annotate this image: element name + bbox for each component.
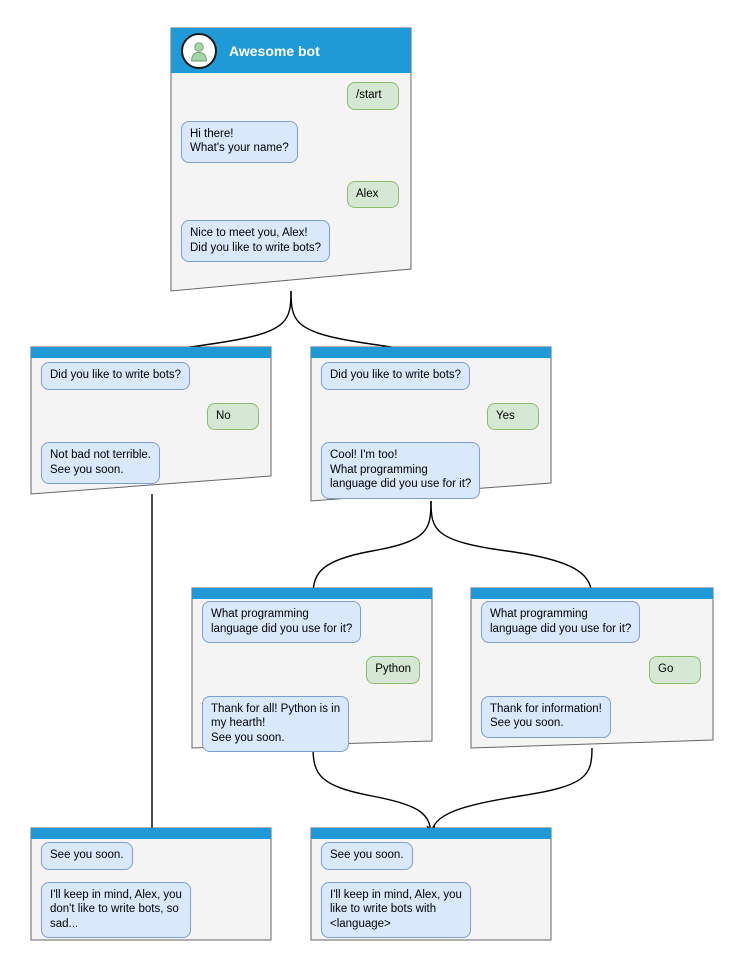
message-row: Nice to meet you, Alex! Did you like to …: [181, 220, 401, 262]
avatar-icon: [181, 32, 217, 69]
bot-message-bubble[interactable]: I'll keep in mind, Alex, you don't like …: [41, 881, 191, 938]
message-row: Did you like to write bots?: [321, 362, 541, 390]
message-row: Thank for information! See you soon.: [481, 695, 703, 738]
message-row: Python: [202, 656, 422, 684]
node-yes-branch[interactable]: Did you like to write bots? Yes Cool! I'…: [310, 346, 552, 502]
message-row: What programming language did you use fo…: [481, 601, 703, 643]
node-no-branch-messages: Did you like to write bots? No Not bad n…: [31, 347, 271, 484]
message-row: Did you like to write bots?: [41, 362, 261, 390]
bot-title: Awesome bot: [229, 42, 320, 59]
bot-message-bubble[interactable]: What programming language did you use fo…: [481, 601, 641, 643]
message-row: /start: [181, 82, 401, 110]
node-start-messages: /start Hi there! What's your name? Alex …: [171, 73, 411, 262]
bot-message-bubble[interactable]: Did you like to write bots?: [321, 362, 471, 390]
connector-yes-to-python: [308, 500, 432, 599]
user-message-bubble[interactable]: Alex: [347, 180, 399, 208]
message-row: Hi there! What's your name?: [181, 120, 401, 163]
node-yes-branch-messages: Did you like to write bots? Yes Cool! I'…: [311, 347, 551, 499]
node-no-branch[interactable]: Did you like to write bots? No Not bad n…: [30, 346, 272, 497]
message-row: Go: [481, 656, 703, 684]
bot-message-bubble[interactable]: See you soon.: [41, 842, 133, 870]
user-message-bubble[interactable]: No: [207, 402, 259, 430]
message-row: Thank for all! Python is in my hearth! S…: [202, 695, 422, 752]
message-row: No: [41, 402, 261, 430]
bot-message-bubble[interactable]: I'll keep in mind, Alex, you like to wri…: [321, 881, 471, 938]
bot-message-bubble[interactable]: See you soon.: [321, 842, 413, 870]
message-row: I'll keep in mind, Alex, you like to wri…: [321, 881, 541, 938]
message-row: Not bad not terrible. See you soon.: [41, 442, 261, 484]
user-message-bubble[interactable]: Go: [649, 656, 701, 684]
connector-yes-to-go: [430, 500, 597, 599]
connector-python-to-end-happy: [312, 746, 436, 837]
user-message-bubble[interactable]: /start: [347, 82, 399, 110]
node-python-branch[interactable]: What programming language did you use fo…: [191, 587, 433, 752]
message-row: Cool! I'm too! What programming language…: [321, 442, 541, 499]
message-row: Yes: [321, 402, 541, 430]
message-row: What programming language did you use fo…: [202, 601, 422, 643]
connector-go-to-end-happy: [426, 747, 593, 837]
node-start[interactable]: Awesome bot /start Hi there! What's your…: [170, 27, 412, 293]
bot-message-bubble[interactable]: Cool! I'm too! What programming language…: [321, 442, 481, 499]
bot-message-bubble[interactable]: Not bad not terrible. See you soon.: [41, 442, 161, 484]
bot-message-bubble[interactable]: Did you like to write bots?: [41, 362, 191, 390]
node-go-branch-messages: What programming language did you use fo…: [471, 588, 713, 738]
user-message-bubble[interactable]: Yes: [487, 402, 539, 430]
node-end-sad[interactable]: See you soon. I'll keep in mind, Alex, y…: [30, 827, 272, 941]
node-end-happy-messages: See you soon. I'll keep in mind, Alex, y…: [311, 828, 551, 938]
user-message-bubble[interactable]: Python: [366, 656, 420, 684]
bot-message-bubble[interactable]: Thank for information! See you soon.: [481, 695, 611, 738]
message-row: See you soon.: [41, 842, 261, 870]
node-end-happy[interactable]: See you soon. I'll keep in mind, Alex, y…: [310, 827, 552, 941]
bot-message-bubble[interactable]: Nice to meet you, Alex! Did you like to …: [181, 220, 331, 262]
bot-message-bubble[interactable]: What programming language did you use fo…: [202, 601, 362, 643]
bot-message-bubble[interactable]: Hi there! What's your name?: [181, 120, 298, 163]
node-end-sad-messages: See you soon. I'll keep in mind, Alex, y…: [31, 828, 271, 938]
node-python-branch-messages: What programming language did you use fo…: [192, 588, 432, 752]
message-row: See you soon.: [321, 842, 541, 870]
message-row: Alex: [181, 180, 401, 208]
node-go-branch[interactable]: What programming language did you use fo…: [470, 587, 714, 751]
node-start-titlebar: Awesome bot: [171, 28, 411, 73]
bot-message-bubble[interactable]: Thank for all! Python is in my hearth! S…: [202, 695, 350, 752]
message-row: I'll keep in mind, Alex, you don't like …: [41, 881, 261, 938]
